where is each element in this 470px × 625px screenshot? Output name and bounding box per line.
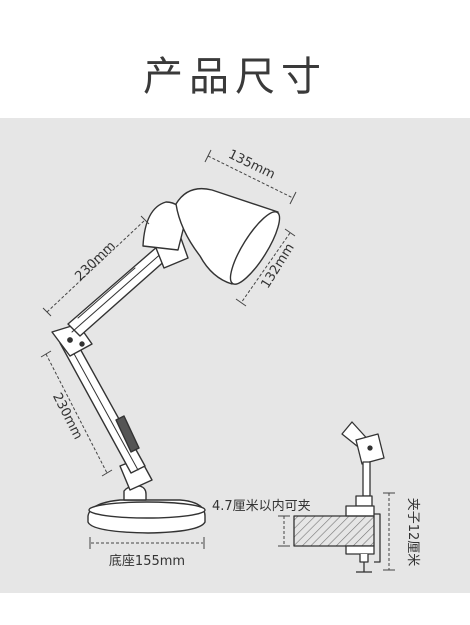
dimension-lines: [40, 149, 297, 549]
lamp-main: [51, 187, 281, 534]
label-lower-arm: 230mm: [49, 391, 85, 442]
lamp-diagram: 135mm 132mm 230mm 230mm 底座155mm: [40, 147, 420, 573]
header: 产品尺寸: [0, 0, 470, 118]
diagram-panel: 135mm 132mm 230mm 230mm 底座155mm: [0, 118, 470, 593]
label-clamp-height: 夹子12厘米: [405, 498, 420, 567]
label-base: 底座155mm: [109, 553, 185, 569]
lamp-shade: [175, 187, 279, 285]
clamp-dimension-lines: [278, 492, 395, 571]
label-upper-arm: 230mm: [72, 239, 118, 285]
clamp-detail: [293, 421, 385, 573]
label-shade-width: 135mm: [226, 147, 278, 182]
footer: [0, 593, 470, 625]
label-clamp-thickness: 4.7厘米以内可夹: [212, 498, 311, 514]
page-title: 产品尺寸: [143, 54, 327, 100]
